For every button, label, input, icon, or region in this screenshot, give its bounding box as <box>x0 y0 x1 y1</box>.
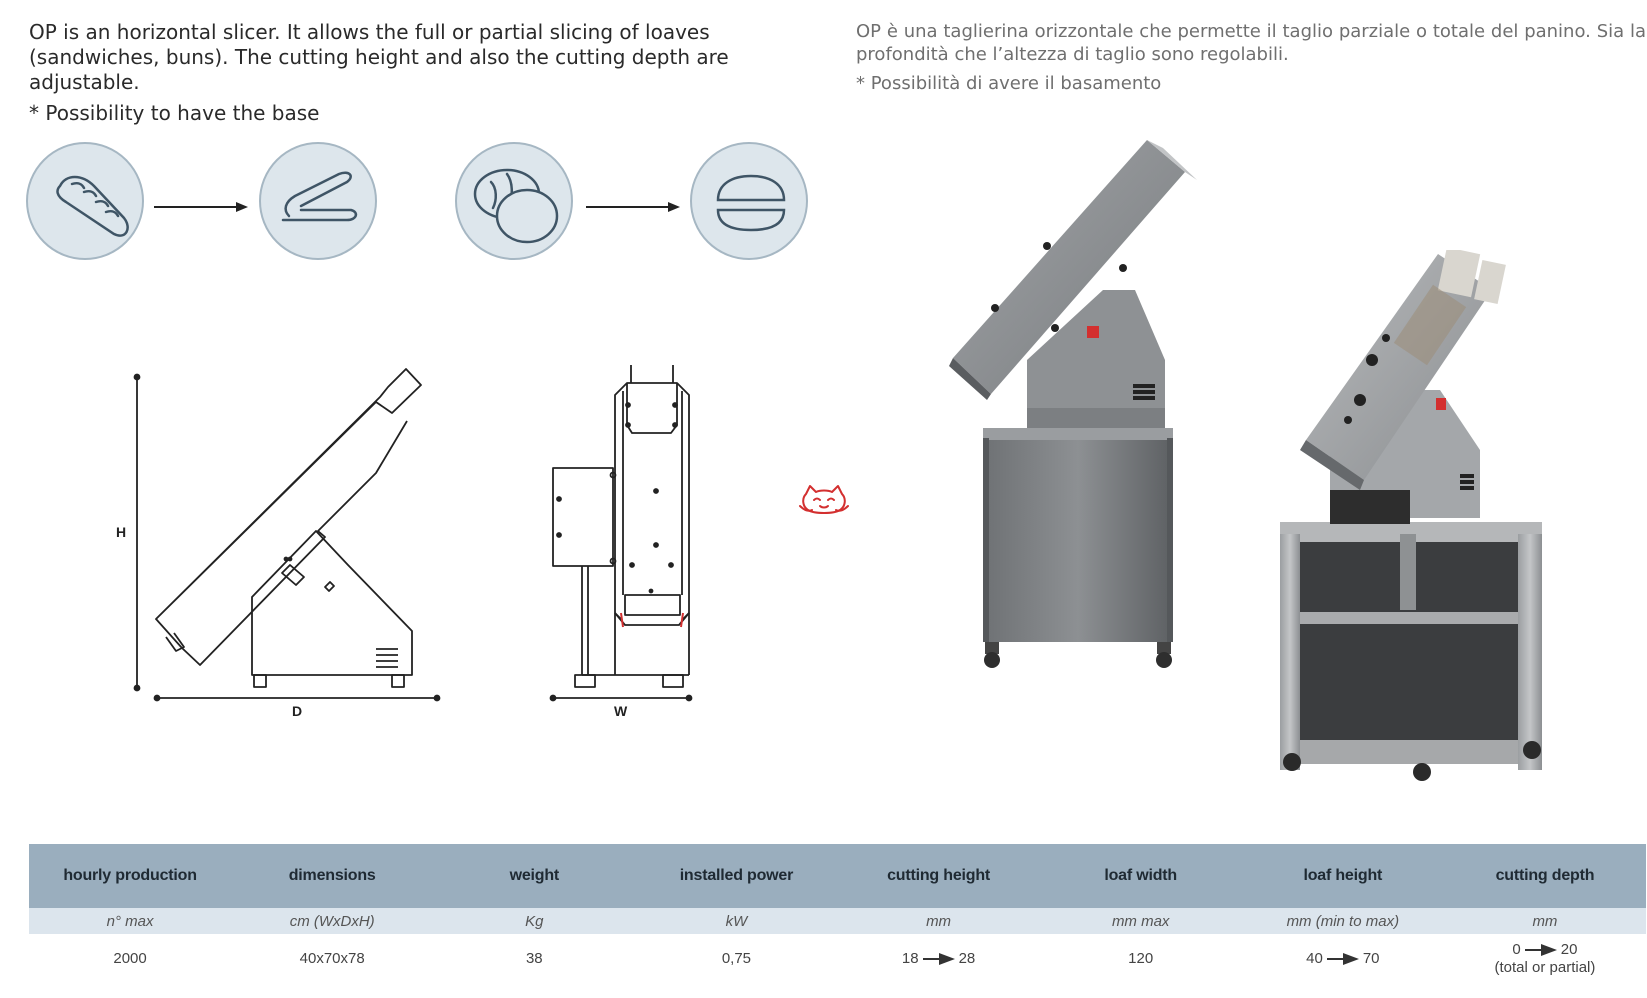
cutting-height-min: 18 <box>901 950 919 967</box>
cutting-depth-min: 0 <box>1512 941 1521 958</box>
unit-dimensions: cm (WxDxH) <box>231 908 434 934</box>
description-italian-text: OP è una taglierina orizzontale che perm… <box>856 21 1646 65</box>
description-italian: OP è una taglierina orizzontale che perm… <box>856 20 1646 95</box>
unit-weight: Kg <box>433 908 636 934</box>
value-hourly-production: 2000 <box>29 934 232 984</box>
range-arrow-icon <box>1326 953 1359 966</box>
header-cutting-depth: cutting depth <box>1443 844 1646 908</box>
buns-icon <box>455 142 573 260</box>
description-english-note: * Possibility to have the base <box>29 101 320 125</box>
cutting-depth-max: 20 <box>1560 941 1578 958</box>
value-loaf-height: 40 70 <box>1241 934 1444 984</box>
value-weight: 38 <box>433 934 636 984</box>
height-dimension-label: H <box>116 524 127 540</box>
loaf-height-max: 70 <box>1362 950 1380 967</box>
value-installed-power: 0,75 <box>635 934 838 984</box>
sliced-bun-icon <box>690 142 808 260</box>
header-loaf-height: loaf height <box>1241 844 1444 908</box>
description-italian-note: * Possibilità di avere il basamento <box>856 73 1162 94</box>
loaf-height-min: 40 <box>1306 950 1323 967</box>
arrow-right-icon <box>154 202 248 212</box>
arrow-right-icon-2 <box>586 202 680 212</box>
range-arrow-icon <box>1524 944 1557 957</box>
baguette-icon <box>26 142 144 260</box>
header-weight: weight <box>433 844 636 908</box>
machine-photo-open-stand <box>1280 250 1542 781</box>
range-arrow-icon <box>922 953 955 966</box>
value-cutting-depth: 0 20 (total or partial) <box>1443 934 1646 984</box>
header-cutting-height: cutting height <box>837 844 1040 908</box>
value-dimensions: 40x70x78 <box>231 934 434 984</box>
unit-cutting-depth: mm <box>1443 908 1646 934</box>
spec-header-row: hourly production dimensions weight inst… <box>29 844 1646 908</box>
machine-photo-tall <box>949 140 1197 668</box>
cat-logo-icon <box>799 485 849 514</box>
front-view-drawing <box>549 365 693 702</box>
side-view-drawing <box>133 368 441 702</box>
header-installed-power: installed power <box>635 844 838 908</box>
unit-loaf-width: mm max <box>1039 908 1242 934</box>
header-hourly-production: hourly production <box>29 844 232 908</box>
spec-units-row: n° max cm (WxDxH) Kg kW mm mm max mm (mi… <box>29 908 1646 934</box>
cutting-depth-note: (total or partial) <box>1494 959 1596 976</box>
width-dimension-label: W <box>614 703 628 719</box>
sliced-bread-icon <box>259 142 377 260</box>
spec-table: hourly production dimensions weight inst… <box>29 844 1646 984</box>
description-english: OP is an horizontal slicer. It allows th… <box>29 20 829 126</box>
depth-dimension-label: D <box>292 703 303 719</box>
description-english-text: OP is an horizontal slicer. It allows th… <box>29 20 729 94</box>
unit-installed-power: kW <box>635 908 838 934</box>
cutting-height-max: 28 <box>958 950 976 967</box>
unit-loaf-height: mm (min to max) <box>1241 908 1444 934</box>
header-loaf-width: loaf width <box>1039 844 1242 908</box>
value-loaf-width: 120 <box>1039 934 1242 984</box>
unit-cutting-height: mm <box>837 908 1040 934</box>
header-dimensions: dimensions <box>231 844 434 908</box>
unit-hourly-production: n° max <box>29 908 232 934</box>
